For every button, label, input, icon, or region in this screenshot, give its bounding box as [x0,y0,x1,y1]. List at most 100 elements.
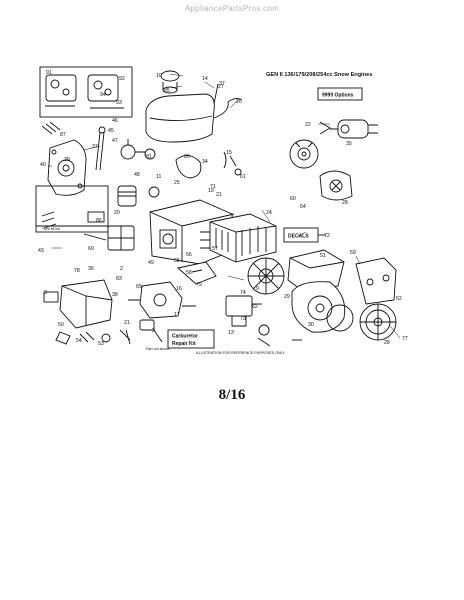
part-label: 94 [100,92,106,98]
part-label: 54 [76,338,82,344]
part-label: 55 [174,258,180,264]
part-label: 57 [212,246,218,252]
part-label: 52 [396,296,402,302]
lower-right-parts [257,324,302,347]
flywheel-small [289,139,319,169]
camshaft-gear [120,139,156,160]
part-label: 83 [116,276,122,282]
part-label: 17 [174,312,180,318]
part-label: 30 [308,322,314,328]
part-label: 77 [402,336,408,342]
muffler [287,249,345,293]
electric-starter [319,119,378,139]
footer-note: ILLUSTRATION FOR REFERENCE PURPOSES ONLY [196,351,285,355]
part-label: 28 [384,340,390,346]
part-label: 14 [202,76,208,82]
part-label: 80 [184,154,190,160]
carb-kit-box [167,329,215,349]
part-label: 64 [300,204,306,210]
part-label: 47 [112,138,118,144]
part-label: 60 [290,196,296,202]
blower-housing [291,281,346,333]
part-label: 39 [64,157,70,163]
part-label: 20 [114,210,120,216]
part-label: 9 [256,286,259,292]
part-label: 85 [164,88,170,94]
page-number: 8/16 [218,387,246,403]
part-label: 10 [156,73,162,79]
decals-label: DECALS [288,234,309,240]
part-label: 87 [60,132,66,138]
valve-cover [83,225,135,251]
part-label: 38 [112,292,118,298]
part-label: 27 [218,84,224,90]
part-label: 29 [284,294,290,300]
part-label: 28 [342,200,348,206]
carburetor [128,281,196,319]
part-label: 46 [112,118,118,124]
part-label: 49 [148,260,154,266]
part-label: 71 [210,184,216,190]
part-label: 43 [38,248,44,254]
part-label: 53 [98,341,104,347]
part-label: 79 [196,282,202,288]
air-filter [209,213,277,263]
part-label: 61 [240,174,246,180]
intake-manifold [177,261,217,285]
dipstick [95,126,106,171]
part-label: 58 [186,270,192,276]
part-label: 13 [228,330,234,336]
recoil-starter [326,303,397,341]
part-label: 72 [324,233,330,239]
part-label: 37 [92,144,98,150]
part-label: 65 [136,284,142,290]
parts-kit-box-left [35,185,109,233]
mount-bracket [355,257,397,305]
part-label: 91 [46,70,52,76]
part-label: 25 [174,180,180,186]
part-label: 21 [124,320,130,326]
crankcase-cover [47,139,87,196]
part-label: 16 [176,286,182,292]
carb-kit-label-line2: Repair Kit [172,341,196,347]
part-label: 40 [40,162,46,168]
part-label: 59 [350,250,356,256]
gasket-set-box [39,66,133,118]
part-label: 78 [74,268,80,274]
part-label: 34 [202,159,208,165]
part-label: 37 [219,81,225,87]
ignition-coil [225,295,262,327]
recoil-small [319,170,353,201]
part-label: 22 [305,122,311,128]
part-label: 74 [240,290,246,296]
part-label: 3 [44,290,47,296]
options-box [317,87,363,101]
part-label: 26 [236,99,242,105]
control-panel [43,279,113,329]
part-label: 73 [240,316,246,322]
part-label: 19 [208,188,214,194]
leader-lines [48,73,401,339]
bolts-set [41,121,61,229]
part-label: 36 [88,266,94,272]
part-label: 50 [58,322,64,328]
fuel-line [213,83,243,119]
part-label: 92 [119,76,125,82]
governor-parts [175,151,242,179]
part-label: 21 [216,192,222,198]
part-label: 51 [320,253,326,259]
part-label: 35 [346,141,352,147]
part-label: 45 [108,128,114,134]
diagram-title: GEN II 136/179/208/254cc Snow Engines [266,72,372,78]
part-label: 48 [134,172,140,178]
part-label: 11 [156,174,161,180]
options-box-label: 9999 Options [322,93,354,99]
part-label: 2 [120,266,123,272]
part-label: 15 [226,150,232,156]
watermark-text: AppliancePartsPros.com [184,4,280,13]
part-label: 62 [252,304,258,310]
small-note-2: Part not shown [146,347,170,351]
fuel-tank [145,70,215,143]
part-label: 81 [146,154,152,160]
